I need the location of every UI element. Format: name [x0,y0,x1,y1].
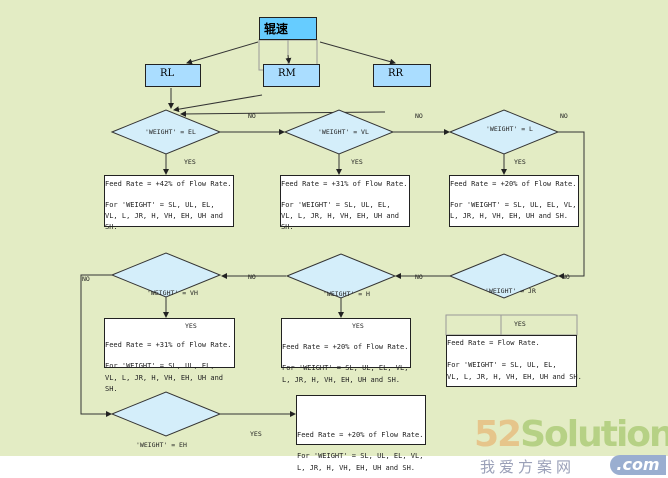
no-label: NO [248,112,256,120]
weight-list-text: VL, L, JR, H, VH, EH, UH and [281,212,400,220]
weight-list-text: L, JR, H, VH, EH, UH and SH. [282,376,401,384]
decision-label-l: 'WEIGHT' = L [486,125,533,133]
yes-label: YES [250,430,262,438]
result-box-h [281,318,411,368]
feed-rate-text: Feed Rate = +31% of Flow Rate. [281,180,408,188]
weight-list-text: VL, L, JR, H, VH, EH, UH and [105,374,224,382]
result-box-vh [104,318,235,368]
weight-list-text: For 'WEIGHT' = SL, UL, EL, [105,201,215,209]
arrow-root-rm [285,54,292,64]
feed-rate-text: Feed Rate = Flow Rate. [447,339,540,347]
roll-node-rr: RR [373,64,431,87]
feed-rate-text: Feed Rate = +31% of Flow Rate. [105,341,232,349]
weight-list-text: For 'WEIGHT' = SL, UL, EL, VL, [450,201,577,209]
decision-diamond-eh [110,391,222,437]
decision-label-el: 'WEIGHT' = EL [145,128,196,136]
watermark-logo: 52Solution [474,414,668,455]
weight-list-text: SH. [105,385,118,393]
feed-rate-text: Feed Rate = +20% of Flow Rate. [297,431,424,439]
no-label: NO [415,273,423,281]
weight-list-text: VL, L, JR, H, VH, EH, UH and [105,212,224,220]
result-box-eh [296,395,426,445]
no-label: NO [562,273,570,281]
feed-rate-text: Feed Rate = +20% of Flow Rate. [282,343,409,351]
decision-label-eh: 'WEIGHT' = EH [136,441,187,449]
arrow-rr-d1 [180,110,386,117]
decision-diamond-h [285,253,397,299]
no-label: NO [82,275,90,283]
yes-label: YES [351,158,363,166]
weight-list-text: For 'WEIGHT' = SL, UL, EL, VL, [282,364,409,372]
weight-list-text: For 'WEIGHT' = SL, UL, EL, [281,201,391,209]
decision-diamond-vh [110,252,222,298]
decision-label-jr: 'WEIGHT' = JR [485,287,536,295]
feed-rate-text: Feed Rate = +20% of Flow Rate. [450,180,577,188]
decision-diamond-el [110,109,222,155]
result-box-vl [280,175,410,227]
weight-list-text: For 'WEIGHT' = SL, UL, EL, [105,362,215,370]
weight-list-text: VL, L, JR, H, VH, EH, UH and SH. [447,373,582,381]
decision-label-vl: 'WEIGHT' = VL [318,128,369,136]
weight-list-text: SH. [105,223,118,231]
result-box-el [104,175,234,227]
feed-rate-text: Feed Rate = +42% of Flow Rate. [105,180,232,188]
no-label: NO [560,112,568,120]
root-node-roll-speed: 辊速 [259,17,317,40]
weight-list-text: L, JR, H, VH, EH, UH and SH. [450,212,569,220]
weight-list-text: For 'WEIGHT' = SL, UL, EL, VL, [297,452,424,460]
decision-diamond-vl [283,109,395,155]
yes-label: YES [352,322,364,330]
decision-diamond-jr [448,253,560,299]
arrow-root-rl [186,41,259,65]
weight-list-text: SH. [281,223,294,231]
yes-label: YES [185,322,197,330]
no-label: NO [248,273,256,281]
result-box-jr [446,335,577,387]
yes-label: YES [184,158,196,166]
watermark-com: .com [610,455,666,475]
arrow-root-rr [319,41,396,65]
roll-node-rm: RM [263,64,320,87]
weight-list-text: For 'WEIGHT' = SL, UL, EL, [447,361,557,369]
arrow-rm-d1 [173,94,263,113]
watermark-cn: 我爱方案网 [480,458,576,476]
yes-label: YES [514,320,526,328]
decision-diamond-l [448,109,560,155]
no-label: NO [415,112,423,120]
decision-label-vh: 'WEIGHT' = VH [147,289,198,297]
jr-header-grid [445,314,578,336]
result-box-l [449,175,579,227]
yes-label: YES [514,158,526,166]
weight-list-text: L, JR, H, VH, EH, UH and SH. [297,464,416,472]
roll-node-rl: RL [145,64,201,87]
decision-label-h: 'WEIGHT' = H [323,290,370,298]
